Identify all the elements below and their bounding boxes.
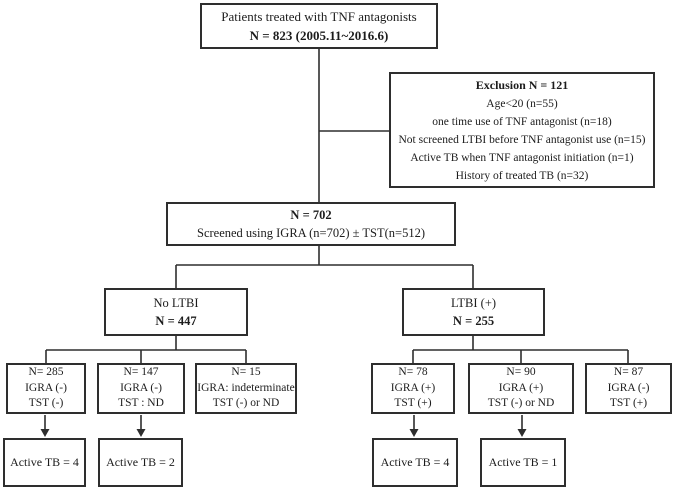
subgroup-igra: IGRA (-) [25, 381, 67, 394]
subgroup-box-3: N= 15 IGRA: indeterminate TST (-) or ND [195, 363, 297, 414]
subgroup-n: N= 285 [28, 366, 64, 379]
subgroup-tst: TST (-) or ND [212, 397, 280, 410]
subgroup-n: N= 87 [613, 366, 644, 379]
screened-detail: Screened using IGRA (n=702) ± TST(n=512) [197, 226, 425, 240]
exclusion-item: History of treated TB (n=32) [455, 169, 589, 182]
subgroup-box-5: N= 90 IGRA (+) TST (-) or ND [468, 363, 574, 414]
subgroup-igra: IGRA (-) [607, 381, 650, 394]
exclusion-item: one time use of TNF antagonist (n=18) [432, 115, 612, 128]
ltbi-label: LTBI (+) [450, 296, 497, 310]
subgroup-tst: TST (+) [394, 397, 432, 410]
active-tb-label: Active TB = 2 [106, 455, 175, 469]
subgroup-tst: TST (-) or ND [487, 397, 555, 410]
subgroup-tst: TST (+) [609, 397, 648, 410]
active-tb-label: Active TB = 4 [380, 455, 450, 469]
arrow-sub2-head [136, 429, 146, 437]
exclusion-item: Not screened LTBI before TNF antagonist … [398, 133, 646, 146]
screened-n: N = 702 [290, 208, 332, 222]
exclusion-title: Exclusion N = 121 [475, 77, 569, 92]
subgroup-box-1: N= 285 IGRA (-) TST (-) [6, 363, 86, 414]
subgroup-tst: TST : ND [118, 397, 164, 410]
subgroup-box-6: N= 87 IGRA (-) TST (+) [585, 363, 672, 414]
subgroup-n: N= 90 [506, 366, 536, 379]
arrow-sub5-head [517, 429, 527, 437]
subgroup-n: N= 147 [123, 366, 159, 379]
subgroup-n: N= 78 [398, 366, 428, 379]
ltbi-box: LTBI (+) N = 255 [402, 288, 545, 336]
no-ltbi-n: N = 447 [155, 314, 197, 328]
subgroup-igra: IGRA (+) [498, 381, 544, 394]
subgroup-igra: IGRA (+) [390, 381, 436, 394]
active-tb-box-4: Active TB = 1 [480, 438, 566, 487]
patients-n: N = 823 (2005.11~2016.6) [249, 28, 389, 43]
no-ltbi-label: No LTBI [153, 296, 199, 310]
exclusion-box: Exclusion N = 121 Age<20 (n=55) one time… [389, 72, 655, 188]
active-tb-box-2: Active TB = 2 [98, 438, 183, 487]
active-tb-box-1: Active TB = 4 [3, 438, 86, 487]
subgroup-box-4: N= 78 IGRA (+) TST (+) [371, 363, 455, 414]
screened-box: N = 702 Screened using IGRA (n=702) ± TS… [166, 202, 456, 246]
subgroup-igra: IGRA (-) [120, 381, 162, 394]
subgroup-box-2: N= 147 IGRA (-) TST : ND [97, 363, 185, 414]
active-tb-label: Active TB = 4 [10, 455, 79, 469]
arrow-sub4-head [409, 429, 419, 437]
subgroup-igra: IGRA: indeterminate [197, 381, 295, 394]
active-tb-label: Active TB = 1 [488, 455, 558, 469]
subgroup-tst: TST (-) [28, 397, 64, 410]
no-ltbi-box: No LTBI N = 447 [104, 288, 248, 336]
exclusion-item: Active TB when TNF antagonist initiation… [410, 151, 634, 164]
arrow-sub1-head [40, 429, 50, 437]
subgroup-n: N= 15 [231, 366, 261, 379]
exclusion-item: Age<20 (n=55) [486, 97, 558, 110]
active-tb-box-3: Active TB = 4 [372, 438, 458, 487]
patients-title: Patients treated with TNF antagonists [221, 9, 417, 24]
patients-box: Patients treated with TNF antagonists N … [200, 3, 438, 49]
ltbi-n: N = 255 [452, 314, 495, 328]
